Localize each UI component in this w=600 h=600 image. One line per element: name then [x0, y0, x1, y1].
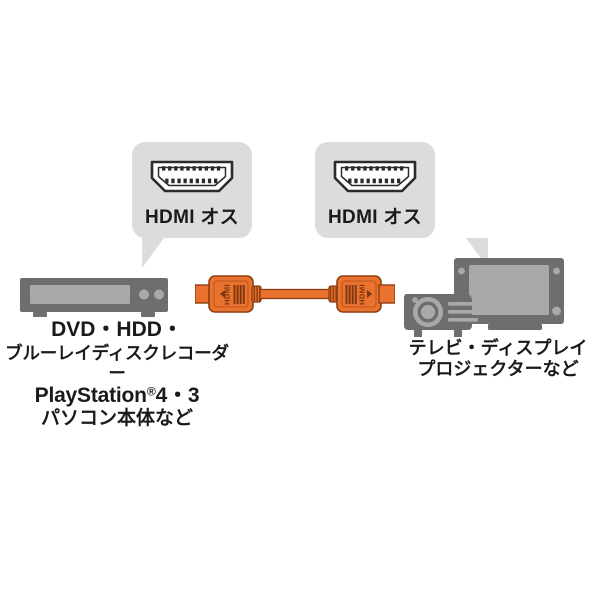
callout-label-right: HDMI オス: [328, 207, 422, 228]
dvd-recorder-icon: [18, 276, 170, 329]
caption-line: DVD・HDD・: [51, 318, 183, 341]
svg-text:HDMI: HDMI: [358, 284, 367, 305]
svg-text:HDMI: HDMI: [223, 284, 232, 305]
caption-line: PlayStation®4・3: [2, 384, 232, 409]
playstation-models: 4・3: [155, 383, 200, 407]
callout-label-left: HDMI オス: [145, 207, 239, 228]
caption-line: プロジェクターなど: [417, 359, 579, 380]
hdmi-cable-icon: HDMI: [194, 266, 396, 329]
callout-bubble-right: HDMI オス: [315, 142, 435, 238]
caption-line: パソコン本体など: [40, 408, 193, 430]
caption-line: テレビ・ディスプレイ: [408, 338, 588, 358]
tv-projector-icon: [402, 256, 566, 349]
callout-tail-left: [142, 238, 164, 268]
caption-line: ブルーレイディスクレコーダー: [5, 342, 229, 384]
source-device-caption: DVD・HDD・ ブルーレイディスクレコーダー PlayStation®4・3 …: [2, 318, 232, 430]
callout-bubble-left: HDMI オス: [132, 142, 252, 238]
hdmi-port-icon: [332, 160, 418, 194]
registered-mark: ®: [146, 383, 156, 398]
sink-device-caption: テレビ・ディスプレイ プロジェクターなど: [398, 338, 598, 380]
hdmi-port-icon: [149, 160, 235, 194]
playstation-text: PlayStation: [34, 383, 147, 407]
